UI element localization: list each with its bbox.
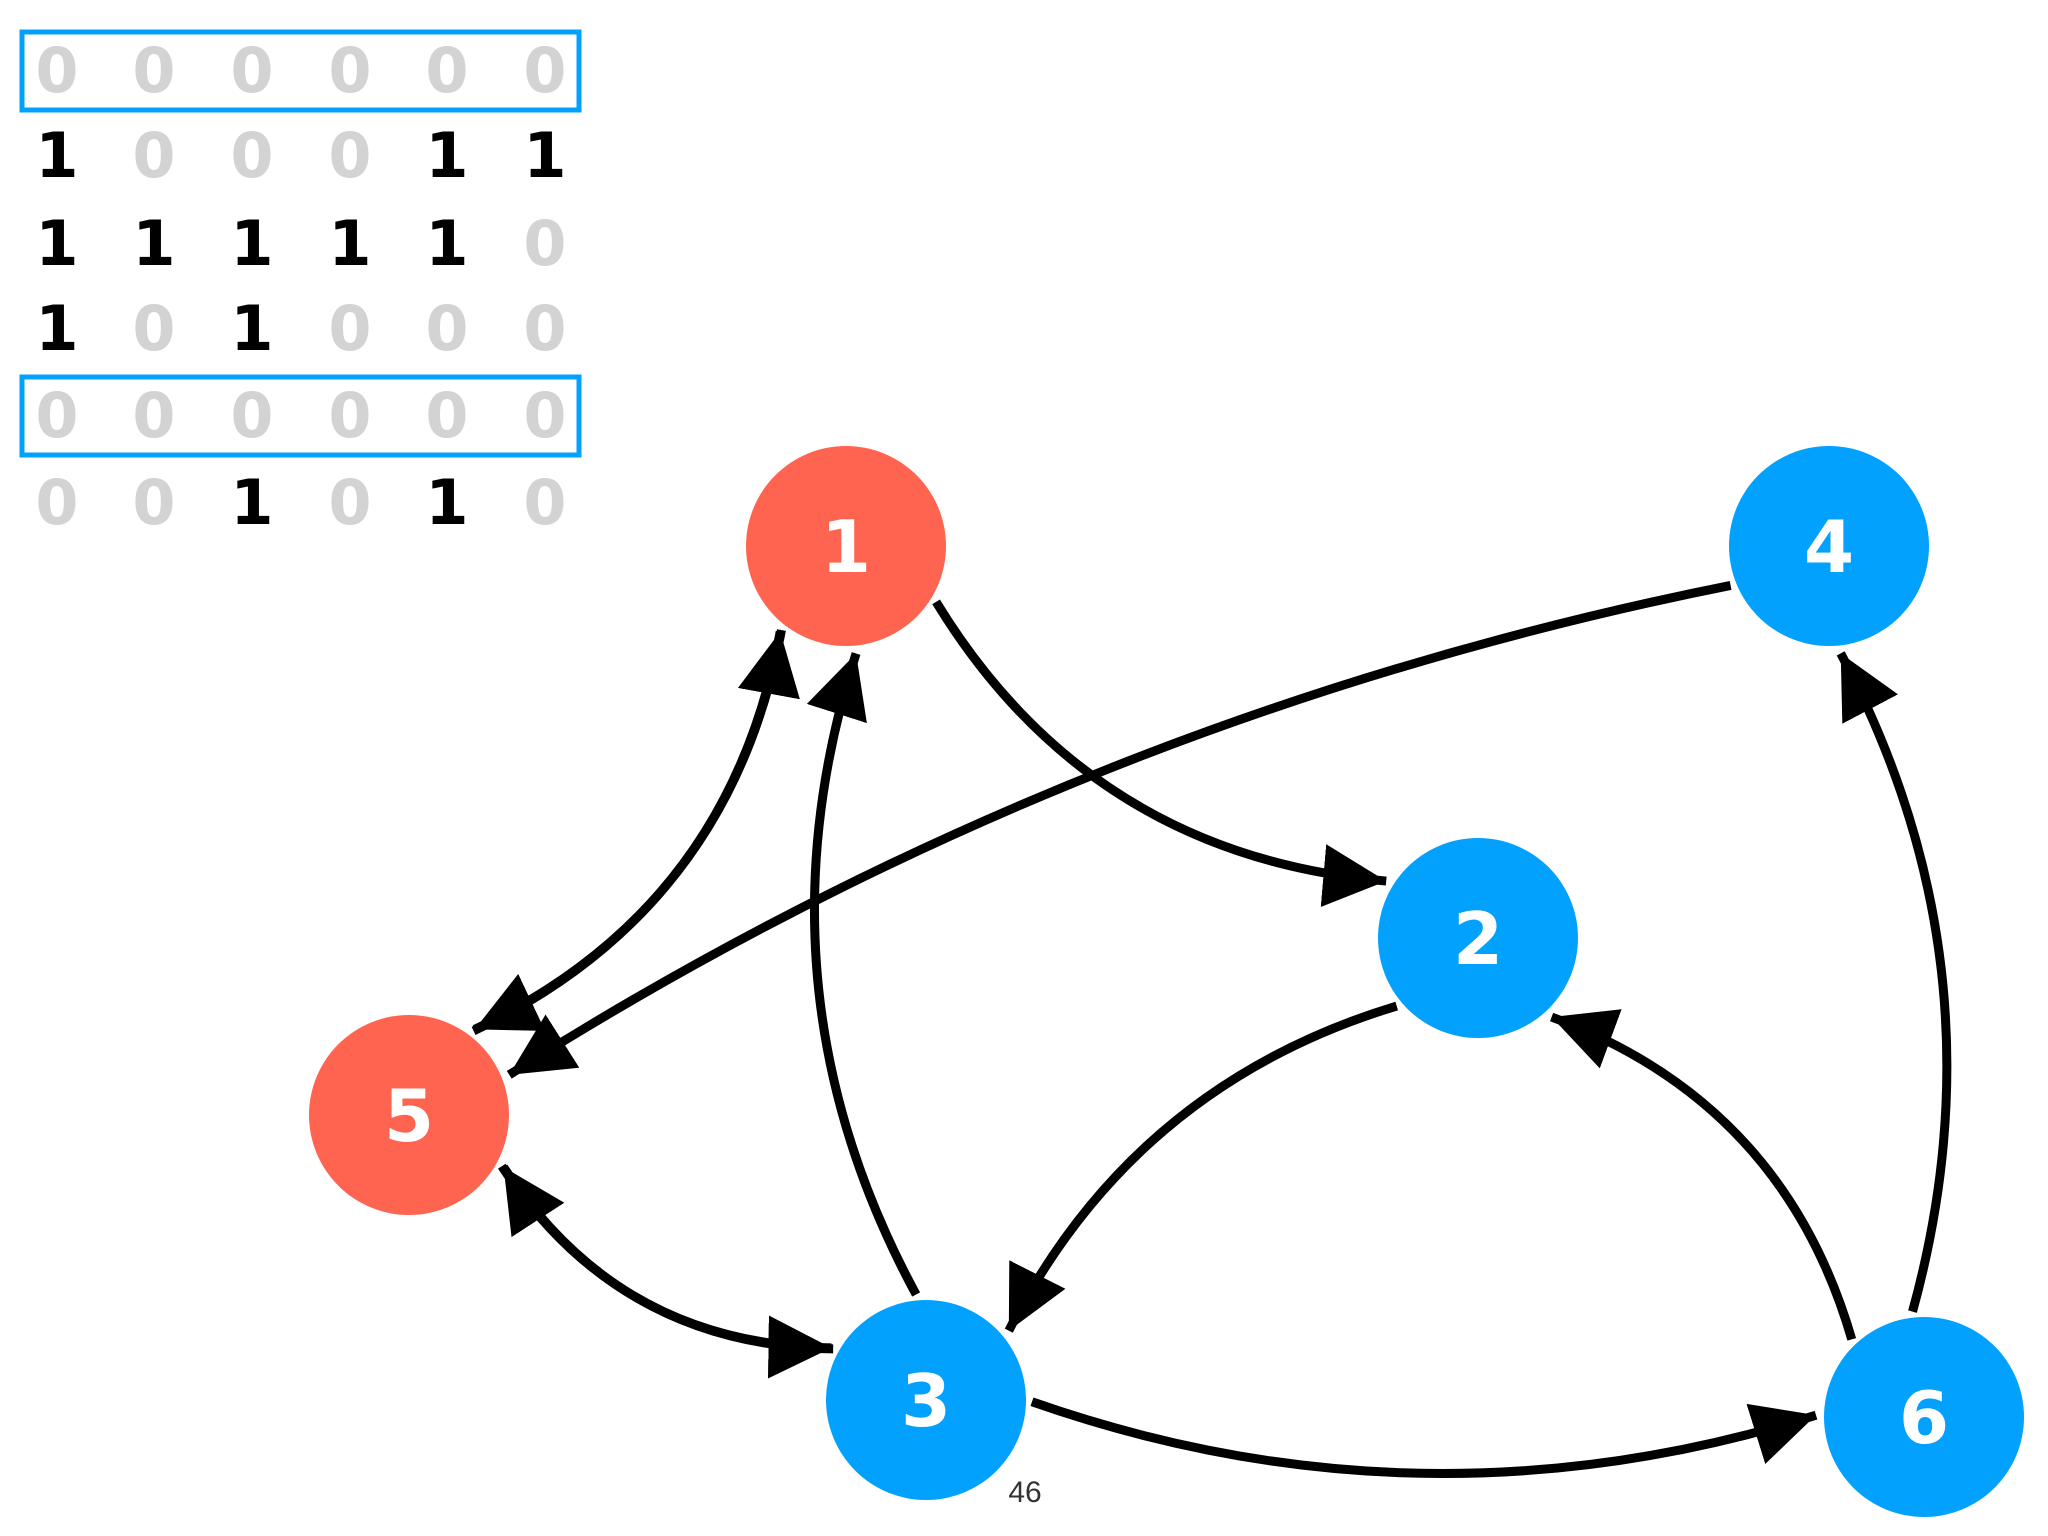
edge-4-to-5 — [506, 581, 1732, 1079]
matrix-cell: 0 — [230, 34, 273, 107]
matrix-cell: 0 — [523, 379, 566, 452]
node-label: 2 — [1453, 897, 1503, 981]
node-2: 2 — [1378, 838, 1578, 1038]
matrix-cell: 1 — [425, 119, 468, 192]
matrix-cell: 0 — [523, 207, 566, 280]
matrix-cell: 0 — [523, 34, 566, 107]
matrix-cell: 0 — [328, 292, 371, 365]
node-circle — [1378, 838, 1578, 1038]
edge-1-to-2 — [932, 599, 1387, 907]
edge-1-to-5 — [472, 629, 786, 1034]
node-circle — [746, 446, 946, 646]
matrix-cell: 1 — [35, 292, 78, 365]
node-label: 4 — [1804, 505, 1854, 589]
matrix-cell: 0 — [132, 34, 175, 107]
matrix-cell: 1 — [132, 207, 175, 280]
matrix-row-highlight — [19, 29, 582, 113]
node-4: 4 — [1729, 446, 1929, 646]
matrix-cell: 1 — [523, 119, 566, 192]
matrix-cell: 0 — [35, 379, 78, 452]
matrix-cell: 0 — [425, 292, 468, 365]
node-label: 1 — [821, 505, 871, 589]
edge-5-to-1 — [471, 630, 800, 1035]
node-circle — [309, 1015, 509, 1215]
matrix-cell: 1 — [230, 466, 273, 539]
matrix-cell: 1 — [35, 207, 78, 280]
matrix-cell: 0 — [230, 119, 273, 192]
matrix-cell: 0 — [35, 34, 78, 107]
node-3: 3 — [826, 1300, 1026, 1500]
graph-nodes: 1 2 3 4 5 6 — [309, 446, 2024, 1517]
edge-3-to-5 — [499, 1164, 834, 1354]
matrix-cell: 1 — [230, 292, 273, 365]
node-circle — [826, 1300, 1026, 1500]
node-6: 6 — [1824, 1317, 2024, 1517]
matrix-cell: 0 — [523, 466, 566, 539]
matrix-cell: 0 — [425, 34, 468, 107]
node-1: 1 — [746, 446, 946, 646]
matrix-cell: 0 — [425, 379, 468, 452]
node-5: 5 — [309, 1015, 509, 1215]
matrix-cell: 1 — [230, 207, 273, 280]
node-label: 3 — [901, 1359, 951, 1443]
edge-2-to-3 — [1004, 1001, 1399, 1333]
edge-5-to-3 — [498, 1163, 832, 1379]
graph-edges — [471, 581, 1952, 1479]
page-number: 46 — [1008, 1476, 1041, 1509]
edge-3-to-1 — [806, 652, 921, 1297]
matrix-cell: 0 — [230, 379, 273, 452]
node-circle — [1824, 1317, 2024, 1517]
node-label: 6 — [1899, 1376, 1949, 1460]
matrix-cell: 1 — [425, 466, 468, 539]
matrix-cell: 0 — [328, 466, 371, 539]
edge-3-to-6 — [1030, 1397, 1818, 1479]
matrix-cell: 0 — [132, 119, 175, 192]
matrix-cell: 0 — [328, 34, 371, 107]
matrix-cell: 0 — [132, 292, 175, 365]
matrix-cell: 1 — [328, 207, 371, 280]
edge-6-to-2 — [1550, 1009, 1857, 1341]
matrix-cell: 0 — [132, 466, 175, 539]
node-label: 5 — [384, 1074, 434, 1158]
node-circle — [1729, 446, 1929, 646]
matrix-cell: 0 — [328, 119, 371, 192]
edge-6-to-4 — [1836, 651, 1952, 1313]
matrix-cell: 0 — [132, 379, 175, 452]
matrix-cell: 1 — [425, 207, 468, 280]
matrix-cell: 0 — [35, 466, 78, 539]
matrix-cell: 0 — [328, 379, 371, 452]
matrix-cell: 1 — [35, 119, 78, 192]
matrix-cell: 0 — [523, 292, 566, 365]
matrix-row-highlight — [19, 374, 582, 458]
